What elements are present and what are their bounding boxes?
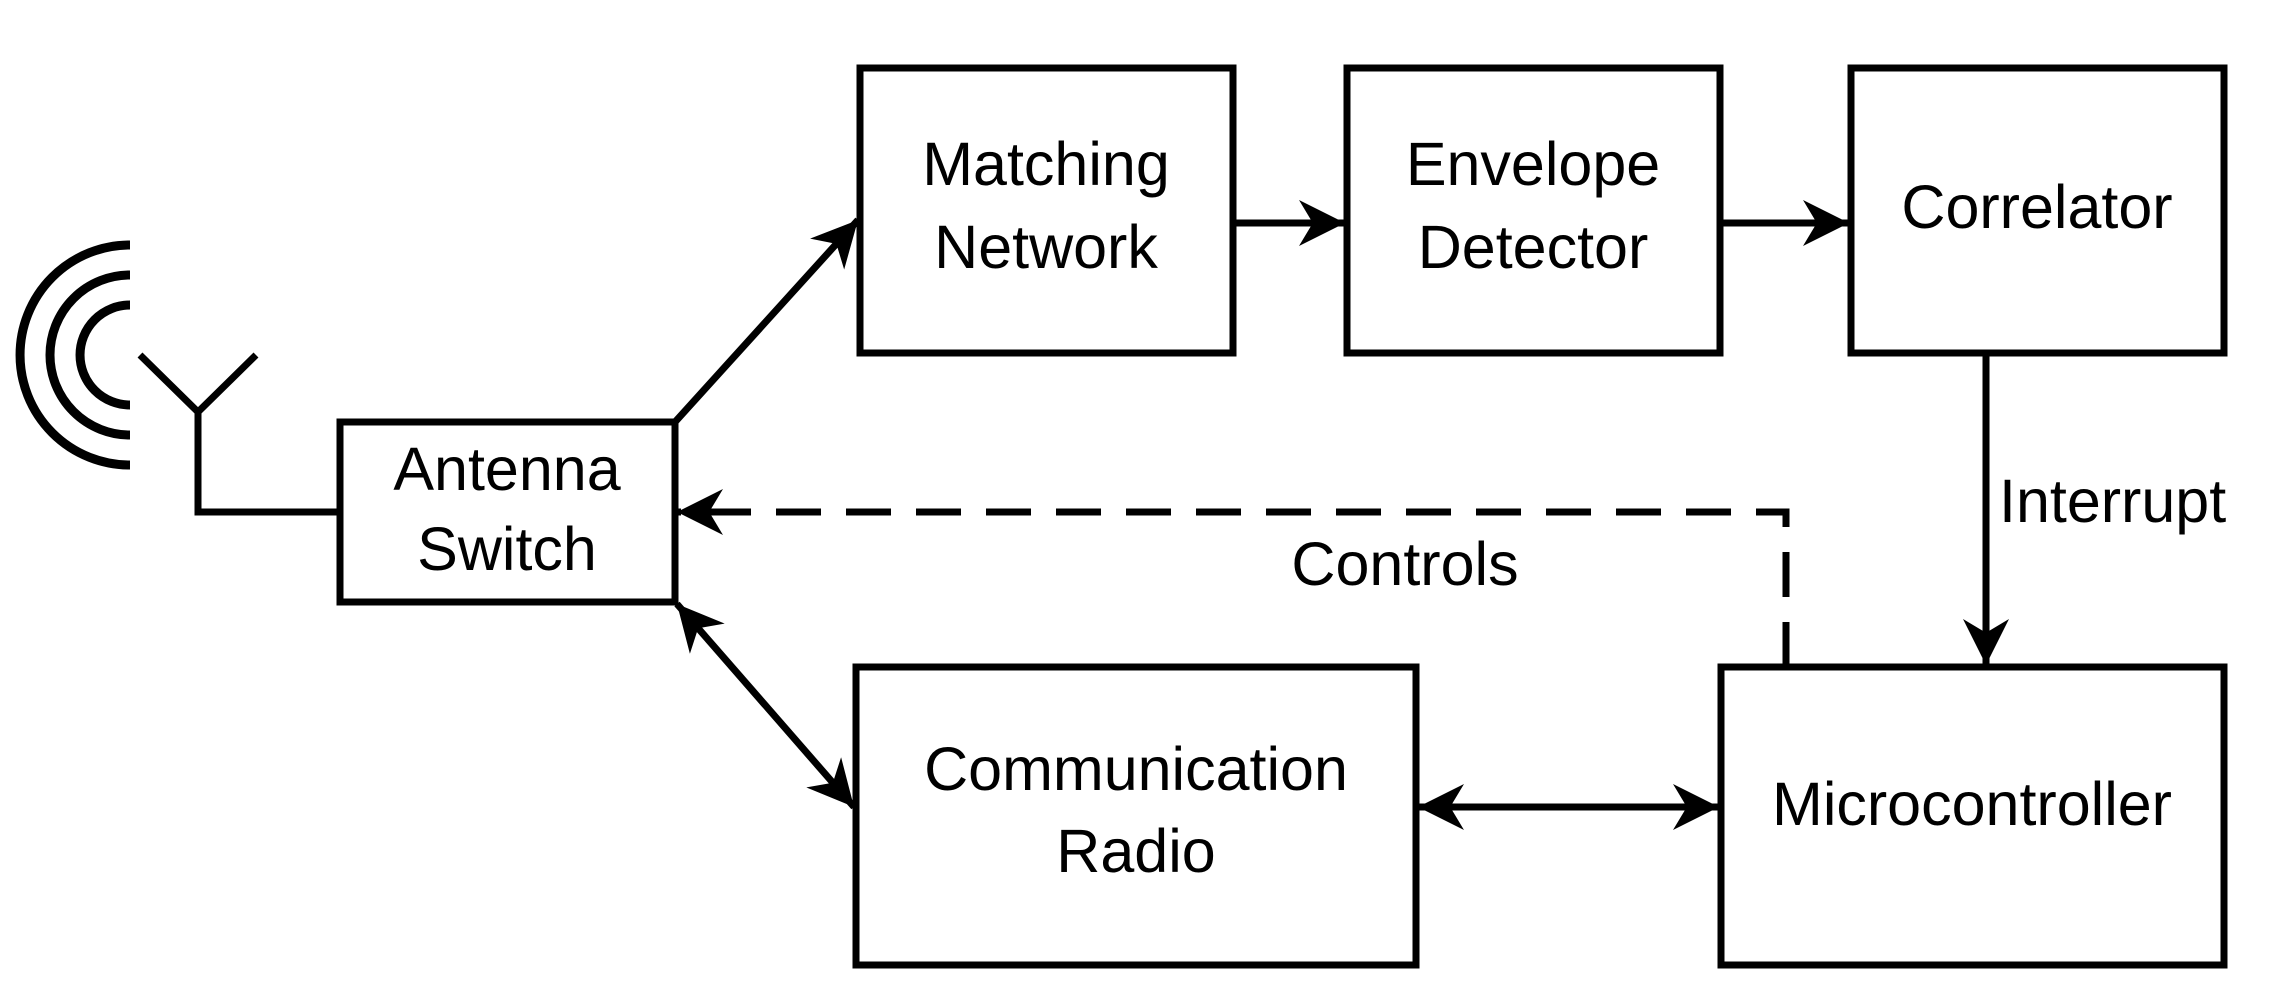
interrupt-label: Interrupt: [1999, 467, 2226, 535]
communication-radio-label-line2: Radio: [1056, 817, 1215, 885]
antenna-switch-block: Antenna Switch: [336, 418, 679, 606]
matching-network-block: Matching Network: [856, 64, 1237, 357]
correlator-label: Correlator: [1901, 173, 2172, 241]
envelope-detector-block: Envelope Detector: [1343, 64, 1724, 357]
signal-waves-icon: [15, 240, 131, 470]
envelope-detector-label-line2: Detector: [1418, 213, 1649, 281]
antenna-switch-label-line1: Antenna: [393, 435, 620, 503]
controls-label: Controls: [1291, 530, 1518, 598]
communication-radio-block: Communication Radio: [852, 663, 1420, 969]
matching-network-label-line1: Matching: [922, 130, 1170, 198]
arrow-switch-to-matching: [672, 217, 861, 425]
correlator-block: Correlator: [1847, 64, 2228, 357]
microcontroller-block: Microcontroller: [1717, 663, 2228, 969]
matching-network-label-line2: Network: [934, 213, 1158, 281]
antenna-icon: [137, 352, 340, 516]
microcontroller-label: Microcontroller: [1772, 770, 2172, 838]
antenna-switch-label-line2: Switch: [417, 515, 597, 583]
dashed-controls-line: [677, 489, 1790, 667]
envelope-detector-label-line1: Envelope: [1406, 130, 1660, 198]
arrow-switch-radio-bidirectional: [674, 601, 857, 810]
communication-radio-label-line1: Communication: [924, 735, 1348, 803]
